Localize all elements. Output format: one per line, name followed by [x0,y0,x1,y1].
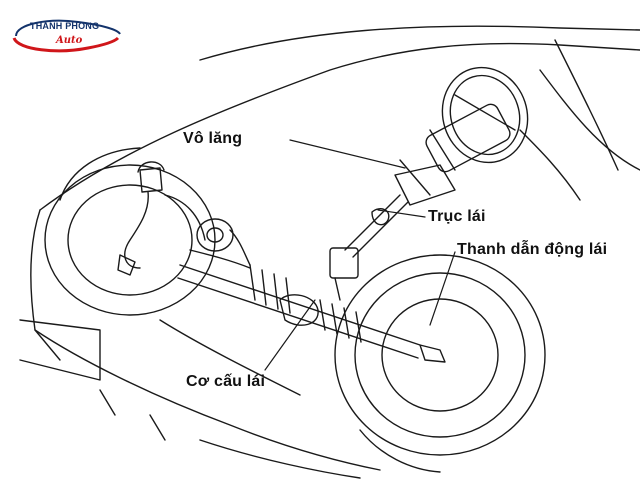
logo-swoosh-icon [12,19,121,53]
brand-logo: THANH PHONG Auto [8,14,128,58]
steering-shaft-drawing [329,194,409,301]
steering-rack-drawing [177,264,446,363]
label-steering-shaft: Trục lái [428,208,486,225]
right-wheel [334,254,546,473]
leader-lines [264,139,456,371]
left-wheel [44,147,216,316]
steering-wheel-drawing [394,66,529,206]
label-steering-gear: Cơ cấu lái [186,373,266,390]
label-tie-rod: Thanh dẫn động lái [457,241,608,258]
logo-brand-text: THANH PHONG [30,21,100,31]
car-body-outline [19,25,640,479]
label-steering-wheel: Vô lăng [183,130,243,147]
logo-sub-text: Auto [56,35,83,46]
power-steering-components [117,161,251,276]
